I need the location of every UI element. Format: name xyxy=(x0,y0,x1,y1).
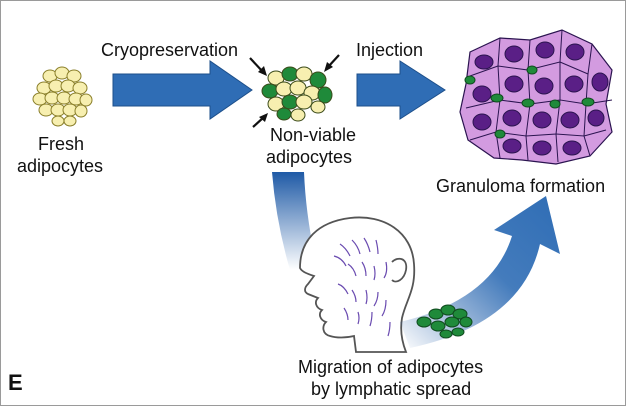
cryopreservation-label: Cryopreservation xyxy=(101,40,238,60)
nonviable-adipocytes-cluster xyxy=(261,66,333,122)
head-silhouette xyxy=(299,216,416,353)
granuloma-label: Granuloma formation xyxy=(436,176,605,196)
migration-label-line1: Migration of adipocytes xyxy=(298,357,483,377)
cryopreservation-arrow xyxy=(112,60,253,120)
pointer-arrows xyxy=(249,54,340,128)
injection-label: Injection xyxy=(356,40,423,60)
migration-label-line2: by lymphatic spread xyxy=(311,379,471,399)
nonviable-label-line1: Non-viable xyxy=(270,125,356,145)
granuloma-cluster xyxy=(459,29,613,165)
nonviable-label-line2: adipocytes xyxy=(266,147,352,167)
injection-arrow xyxy=(356,60,446,120)
fresh-adipocytes-cluster xyxy=(32,66,93,127)
fresh-label-line1: Fresh xyxy=(38,134,84,154)
lymphatic-lines xyxy=(333,237,391,337)
migrating-cells-cluster xyxy=(416,304,473,339)
fresh-label-line2: adipocytes xyxy=(17,156,103,176)
panel-letter: E xyxy=(8,370,23,395)
